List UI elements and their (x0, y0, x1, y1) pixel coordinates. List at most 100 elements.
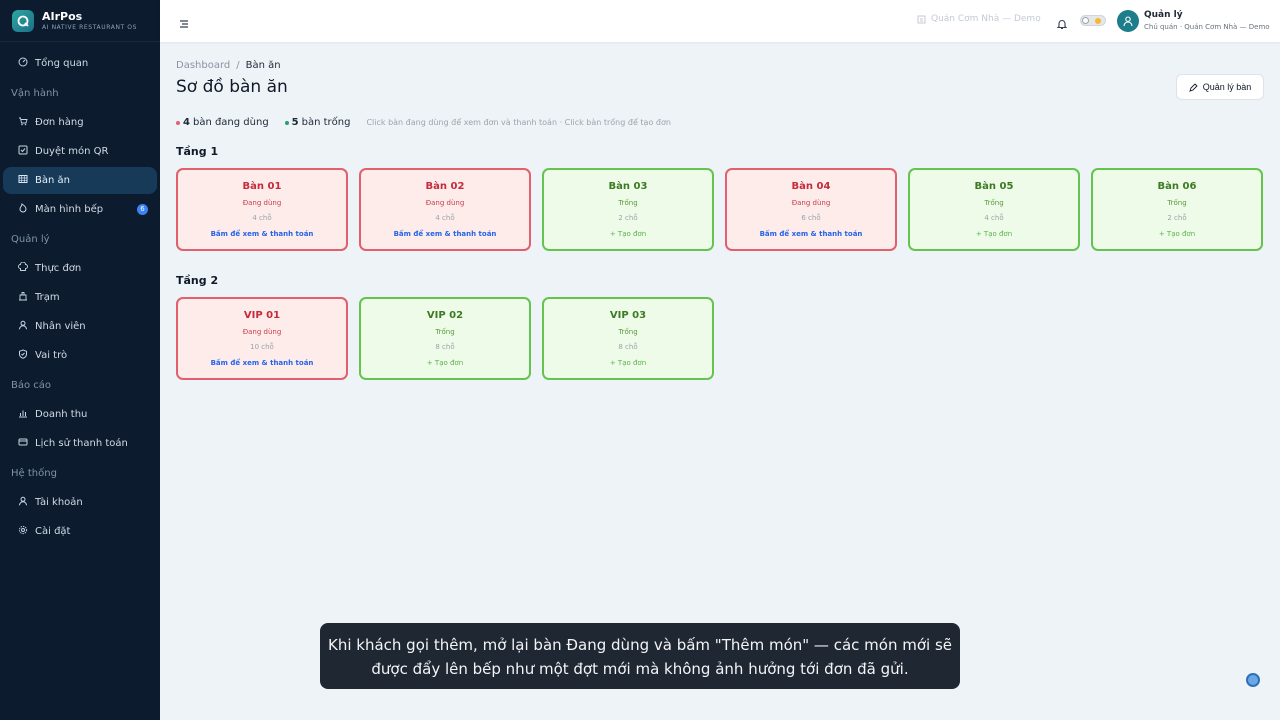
manage-tables-button[interactable]: Quản lý bàn (1176, 74, 1264, 100)
flame-icon (18, 203, 28, 216)
sidebar-item-label: Duyệt món QR (35, 146, 109, 157)
sidebar-item-thuc-don[interactable]: Thực đơn (3, 255, 157, 282)
chef-hat-icon (18, 261, 28, 275)
view-pay-link[interactable]: Bấm để xem & thanh toán (393, 230, 497, 238)
store-selector[interactable]: Quán Cơm Nhà — Demo (917, 14, 1041, 24)
sidebar-item-doanh-thu[interactable]: Doanh thu (3, 401, 157, 428)
toast-line-2: được đẩy lên bếp như một đợt mới mà khôn… (371, 660, 909, 678)
theme-toggle[interactable] (1080, 15, 1106, 26)
free-dot-icon (284, 120, 289, 125)
create-order-link[interactable]: + Tạo đơn (1158, 230, 1196, 238)
view-pay-link[interactable]: Bấm để xem & thanh toán (759, 230, 863, 238)
store-name: Quán Cơm Nhà — Demo (931, 14, 1041, 24)
manage-tables-label: Quản lý bàn (1202, 82, 1252, 92)
sidebar-item-nhan-vien[interactable]: Nhân viên (3, 313, 157, 340)
sidebar-item-label: Trạm (35, 292, 60, 303)
count-badge: 6 (137, 204, 148, 215)
brand[interactable]: AIrPos AI NATIVE RESTAURANT OS (0, 0, 160, 42)
table-status: Đang dùng (791, 199, 831, 207)
breadcrumb-current: Bàn ăn (245, 60, 281, 71)
brand-name: AIrPos (42, 9, 83, 23)
sidebar-item-label: Doanh thu (35, 409, 88, 420)
table-status: Trống (984, 199, 1004, 207)
table-status: Trống (435, 328, 455, 336)
bar-chart-icon (18, 408, 28, 421)
sidebar-item-label: Màn hình bếp (35, 204, 104, 215)
table-status: Đang dùng (242, 199, 282, 207)
table-card-ban-06[interactable]: Bàn 06 Trống 2 chỗ + Tạo đơn (1091, 168, 1263, 251)
create-order-link[interactable]: + Tạo đơn (609, 359, 647, 367)
table-seats: 2 chỗ (1167, 214, 1187, 222)
sidebar-item-label: Tổng quan (35, 58, 89, 69)
nav-section-label: Quản lý (11, 234, 50, 245)
table-status: Trống (1167, 199, 1187, 207)
credit-card-icon (18, 437, 28, 450)
table-seats: 4 chỗ (252, 214, 272, 222)
avatar[interactable] (1117, 10, 1139, 32)
table-seats: 2 chỗ (618, 214, 638, 222)
cart-icon (18, 116, 28, 129)
sidebar-item-man-hinh-bep[interactable]: Màn hình bếp 6 (3, 196, 157, 223)
bell-icon[interactable] (1056, 15, 1068, 29)
busy-count: 4 (183, 117, 190, 128)
table-seats: 8 chỗ (435, 343, 455, 351)
edit-icon (1189, 82, 1198, 92)
sidebar-item-label: Cài đặt (35, 526, 71, 537)
view-pay-link[interactable]: Bấm để xem & thanh toán (210, 230, 314, 238)
user-icon (18, 320, 28, 333)
logo-icon (12, 9, 34, 32)
nav-section-label: Báo cáo (11, 380, 52, 391)
table-card-vip-02[interactable]: VIP 02 Trống 8 chỗ + Tạo đơn (359, 297, 531, 380)
help-bubble-icon[interactable] (1246, 673, 1260, 687)
usage-hint: Click bàn đang dùng để xem đơn và thanh … (366, 118, 671, 127)
sidebar-item-label: Lịch sử thanh toán (35, 438, 128, 449)
table-name: VIP 02 (426, 310, 464, 321)
sidebar-item-lich-su-thanh-toan[interactable]: Lịch sử thanh toán (3, 430, 157, 457)
sidebar-item-label: Vai trò (35, 350, 68, 361)
sidebar-item-ban-an[interactable]: Bàn ăn (3, 167, 157, 194)
breadcrumb-root[interactable]: Dashboard (176, 60, 231, 71)
sidebar-item-tong-quan[interactable]: Tổng quan (3, 50, 157, 77)
nav-section-label: Hệ thống (11, 468, 57, 479)
check-square-icon (18, 145, 28, 158)
create-order-link[interactable]: + Tạo đơn (975, 230, 1013, 238)
sidebar-item-don-hang[interactable]: Đơn hàng (3, 109, 157, 136)
view-pay-link[interactable]: Bấm để xem & thanh toán (210, 359, 314, 367)
tutorial-toast: Khi khách gọi thêm, mở lại bàn Đang dùng… (320, 623, 960, 689)
busy-dot-icon (176, 120, 180, 125)
table-name: Bàn 03 (608, 181, 648, 192)
table-name: Bàn 06 (1157, 181, 1197, 192)
sidebar-item-vai-tro[interactable]: Vai trò (3, 342, 157, 369)
menu-toggle-icon[interactable] (178, 15, 190, 28)
create-order-link[interactable]: + Tạo đơn (609, 230, 647, 238)
user-icon (18, 496, 28, 509)
table-status: Trống (618, 328, 638, 336)
table-status: Đang dùng (242, 328, 282, 336)
table-status: Đang dùng (425, 199, 465, 207)
breadcrumb: Dashboard / Bàn ăn (176, 60, 281, 71)
create-order-link[interactable]: + Tạo đơn (426, 359, 464, 367)
nav-section-label: Vận hành (11, 88, 59, 99)
sidebar-item-cai-dat[interactable]: Cài đặt (3, 518, 157, 545)
sidebar: AIrPos AI NATIVE RESTAURANT OS Tổng quan… (0, 0, 160, 720)
sidebar-item-duyet-mon-qr[interactable]: Duyệt món QR (3, 138, 157, 165)
sidebar-item-tram[interactable]: Trạm (3, 284, 157, 311)
user-name[interactable]: Quản lý (1144, 10, 1183, 20)
table-seats: 10 chỗ (250, 343, 274, 351)
busy-label: bàn đang dùng (192, 117, 269, 128)
sidebar-item-label: Bàn ăn (35, 175, 70, 186)
station-icon (18, 291, 28, 304)
toast-line-1: Khi khách gọi thêm, mở lại bàn Đang dùng… (328, 636, 952, 654)
busy-stat: 4 bàn đang dùng (176, 117, 269, 128)
table-name: VIP 03 (609, 310, 647, 321)
sidebar-item-tai-khoan[interactable]: Tài khoản (3, 489, 157, 516)
